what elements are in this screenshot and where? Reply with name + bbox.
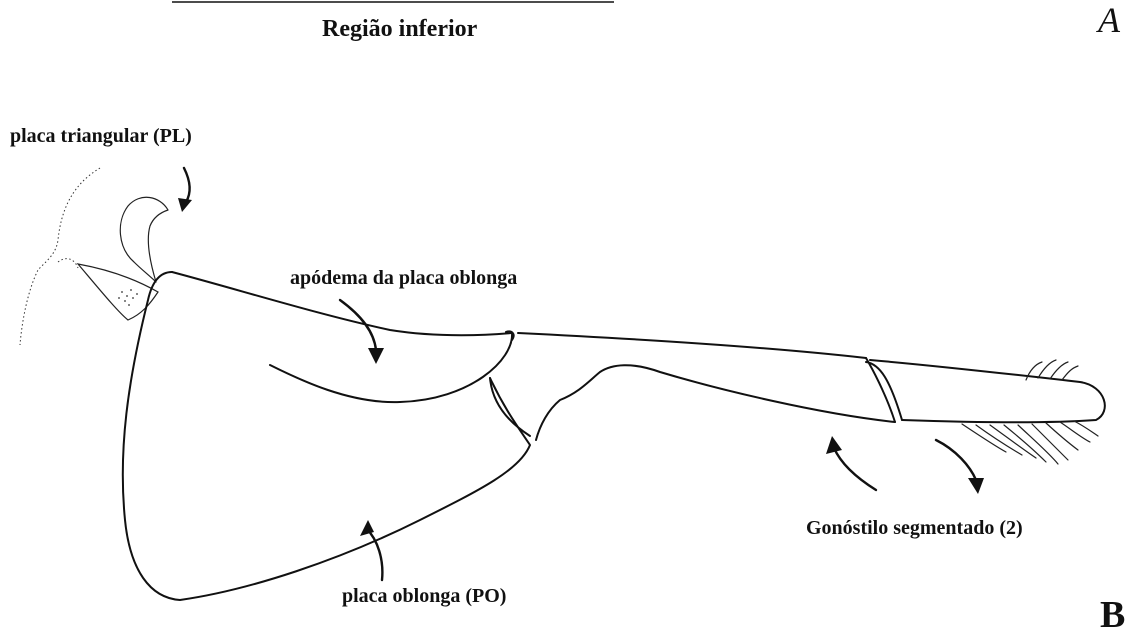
apodeme-shape (269, 332, 514, 404)
arrow-oblong-plate (364, 526, 384, 582)
corner-letter-bottom: B (1100, 594, 1125, 636)
diagram-canvas: Região inferior A B placa triangular (PL… (10, 0, 1125, 634)
triangular-plate-shape (119, 196, 169, 283)
oblong-plate-outline (121, 271, 531, 601)
oblong-plate-top-edge (171, 271, 513, 337)
arrowhead-gonostylus-left (826, 436, 842, 454)
label-oblong-plate: placa oblonga (PO) (342, 585, 507, 607)
label-gonostylus: Gonóstilo segmentado (2) (806, 517, 1023, 539)
arrow-apodeme (338, 298, 378, 352)
spiny-lobe-dots (118, 289, 138, 306)
arrow-triangular-plate (182, 166, 191, 204)
arrowhead-oblong-plate (360, 520, 374, 536)
arrowhead-apodeme (368, 348, 384, 364)
junction-line (489, 377, 531, 437)
anatomy-drawing (19, 1, 1106, 601)
apodeme-tip (505, 330, 515, 341)
tube-lower-edge (535, 364, 896, 441)
gonostylus-setae-bottom (961, 420, 1099, 465)
arrow-gonostylus-left (832, 446, 878, 492)
arrowhead-gonostylus-right (968, 478, 984, 494)
label-triangular-plate: placa triangular (PL) (10, 125, 192, 147)
dotted-outline (19, 167, 101, 346)
tube-upper-edge (517, 332, 867, 359)
label-apodeme: apódema da placa oblonga (290, 267, 518, 289)
gonostylus-distal (869, 359, 1106, 424)
corner-letter-top: A (1098, 0, 1120, 40)
arrowhead-triangular-plate (178, 198, 192, 212)
gonostylus-base (865, 357, 903, 423)
dotted-outline-inner (57, 258, 79, 269)
arrow-gonostylus-right (934, 438, 978, 482)
diagram-title: Região inferior (322, 16, 478, 42)
gonostylus-setae-top (1025, 359, 1079, 381)
